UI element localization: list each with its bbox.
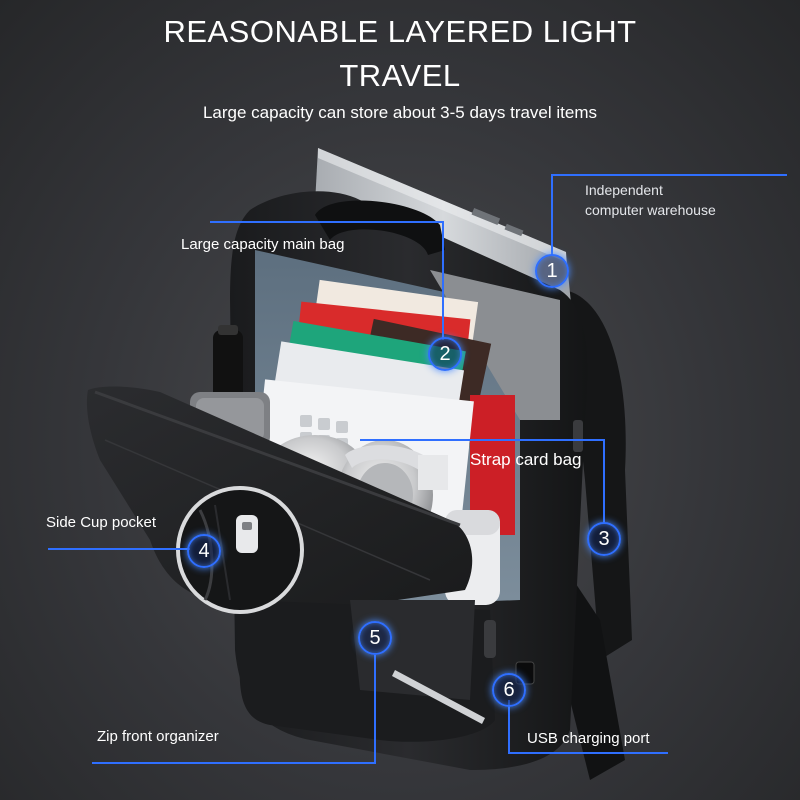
subtitle: Large capacity can store about 3-5 days …: [202, 103, 598, 122]
title-line-1: REASONABLE LAYERED LIGHT: [163, 14, 637, 49]
title-line-2: TRAVEL: [339, 58, 461, 93]
callout-badge-3: 3: [587, 522, 621, 556]
label-side-cup-pocket: Side Cup pocket: [46, 514, 157, 531]
label-main-bag: Large capacity main bag: [181, 236, 345, 253]
callout-badge-5: 5: [358, 621, 392, 655]
callout-badge-4: 4: [187, 534, 221, 568]
label-usb-charging-port: USB charging port: [527, 730, 650, 747]
callout-badge-1: 1: [535, 254, 569, 288]
callout-badge-6: 6: [492, 673, 526, 707]
callout-badge-2: 2: [428, 337, 462, 371]
label-strap-card-bag: Strap card bag: [470, 450, 582, 469]
label-independent: Independent: [585, 182, 663, 198]
label-zip-front-organizer: Zip front organizer: [97, 728, 219, 745]
label-computer-warehouse: computer warehouse: [585, 202, 716, 218]
